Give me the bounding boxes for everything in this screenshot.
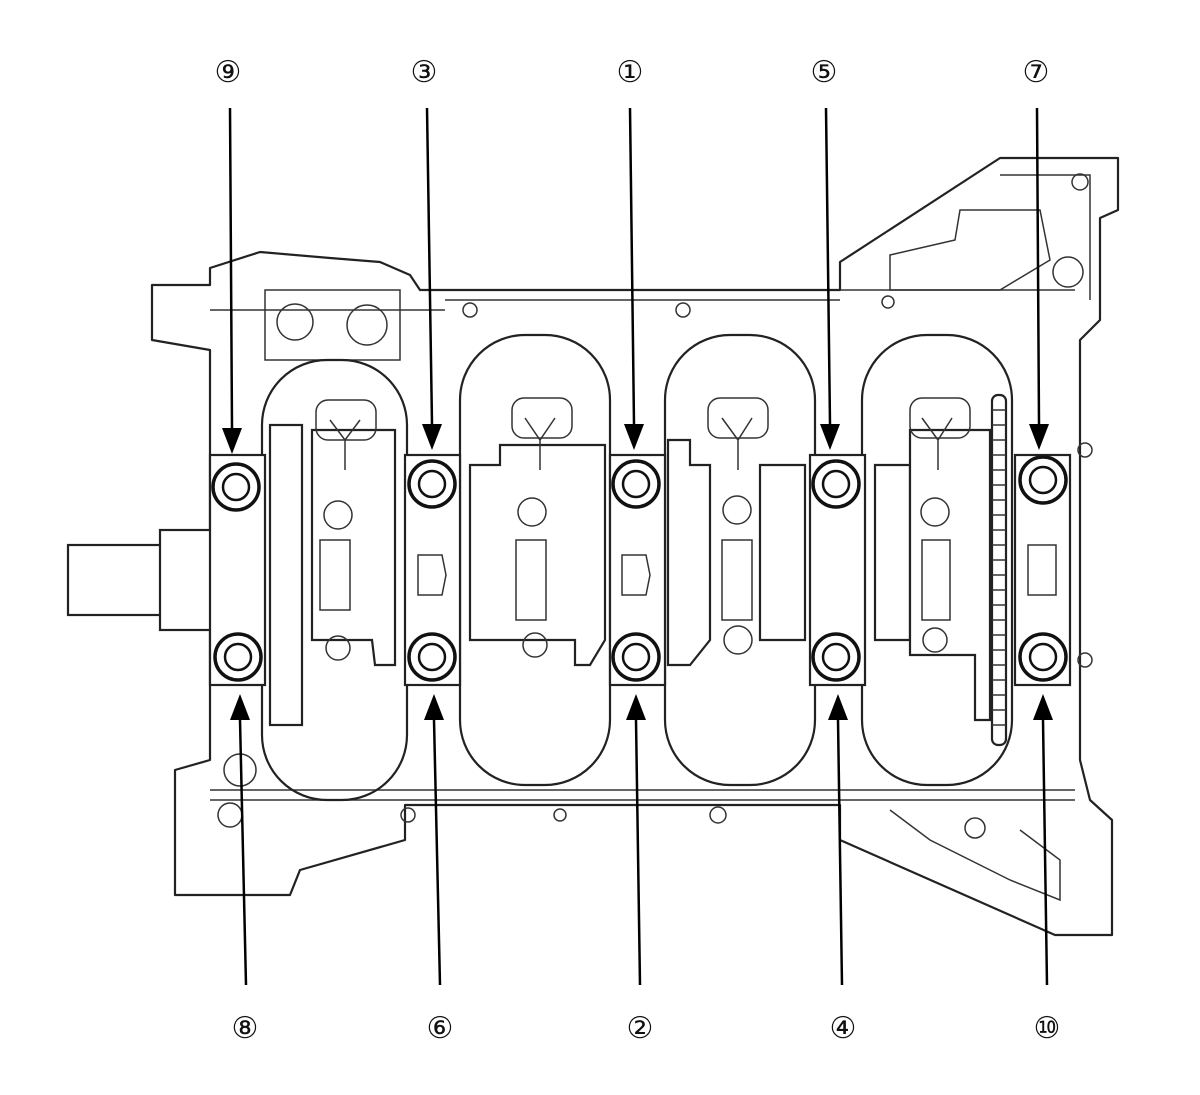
callout-7: ⑦: [1023, 55, 1050, 90]
lower-right-detail: [889, 809, 1061, 902]
connecting-rod-4: [909, 397, 971, 653]
callout-8: ⑧: [232, 1011, 259, 1046]
arrow-8: [230, 694, 250, 986]
crank-snout: [66, 543, 170, 617]
bolt-7: [1018, 455, 1068, 505]
bolt-2: [611, 632, 661, 682]
bolt-4: [811, 632, 861, 682]
ring-gear-teeth: [992, 409, 1006, 726]
crank-web-3: [666, 438, 712, 667]
rail-hole: [400, 807, 416, 823]
crank-web-2: [468, 443, 607, 667]
connecting-rod-2: [511, 397, 573, 658]
boss-circle: [346, 304, 388, 346]
arrows: [222, 107, 1053, 986]
callout-3: ③: [411, 55, 438, 90]
boss-circle: [276, 303, 314, 341]
flange-hole: [881, 295, 895, 309]
callout-labels: ⑨ ③ ① ⑤ ⑦ ⑧ ⑥ ② ④ ⑩: [215, 55, 1061, 1046]
callout-1: ①: [617, 55, 644, 90]
callout-9: ⑨: [215, 55, 242, 90]
cap-mark: [621, 554, 651, 596]
callout-6: ⑥: [427, 1011, 454, 1046]
rail-hole: [675, 302, 691, 318]
rail-hole: [462, 302, 478, 318]
flange-hole: [1052, 256, 1084, 288]
crank-web-5: [873, 463, 912, 642]
lower-boss: [217, 802, 243, 828]
arrow-10: [1033, 694, 1053, 986]
arrow-5: [820, 107, 840, 450]
rail-hole: [709, 806, 727, 824]
block-outline: [150, 156, 1120, 937]
bolt-9: [211, 462, 261, 512]
crankshaft: [66, 393, 1008, 747]
bolt-5: [811, 459, 861, 509]
side-hole: [1077, 652, 1093, 668]
callout-2: ②: [627, 1011, 654, 1046]
side-hole: [1077, 442, 1093, 458]
crank-web-4: [758, 463, 807, 642]
arrow-9: [222, 107, 242, 454]
arrow-7: [1029, 107, 1049, 450]
left-boss-frame: [264, 289, 401, 361]
bolt-3: [407, 459, 457, 509]
callout-4: ④: [830, 1011, 857, 1046]
cap-mark: [417, 554, 447, 596]
crank-pulley: [268, 423, 304, 727]
bolt-10: [1018, 632, 1068, 682]
arrow-1: [624, 107, 644, 450]
flange-hole: [1071, 173, 1089, 191]
bolts: [211, 455, 1068, 682]
callout-10: ⑩: [1034, 1011, 1061, 1046]
cap-mark: [1027, 544, 1057, 596]
rail-hole: [553, 808, 567, 822]
ring-gear: [990, 393, 1008, 747]
crank-web-1: [310, 428, 397, 667]
lower-boss: [964, 817, 986, 839]
bottom-rail: [210, 789, 1075, 801]
bolt-6: [407, 632, 457, 682]
crank-nose: [158, 528, 217, 632]
right-flange: [889, 174, 1091, 300]
bolt-8: [213, 632, 263, 682]
connecting-rod-3: [707, 397, 769, 655]
arrow-6: [424, 694, 444, 986]
arrow-2: [626, 694, 646, 986]
connecting-rod-1: [315, 399, 377, 661]
top-rail: [210, 289, 1075, 311]
arrow-4: [828, 694, 848, 986]
bolt-1: [611, 459, 661, 509]
callout-5: ⑤: [811, 55, 838, 90]
arrow-3: [422, 107, 442, 450]
